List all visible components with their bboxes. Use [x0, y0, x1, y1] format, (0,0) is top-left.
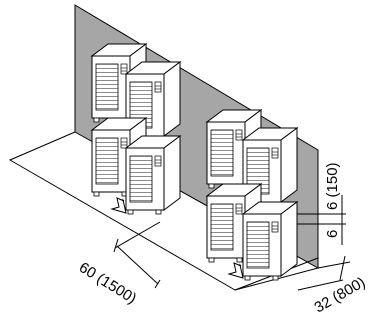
airflow-arrow-icon	[227, 262, 244, 279]
stack-gap-value-label: 6	[324, 230, 341, 238]
airflow-arrow-icon	[110, 197, 127, 214]
unit-group-right	[206, 109, 298, 281]
side-clearance-dimension	[297, 255, 351, 291]
stack-gap-label: 6 (150)	[324, 162, 341, 210]
outdoor-unit	[242, 201, 298, 281]
front-clearance-dimension	[113, 221, 161, 289]
outdoor-unit	[125, 135, 181, 215]
unit-group-left	[91, 43, 181, 215]
stack-gap-dimension	[297, 195, 346, 245]
front-clearance-label: 60 (1500)	[76, 259, 139, 307]
